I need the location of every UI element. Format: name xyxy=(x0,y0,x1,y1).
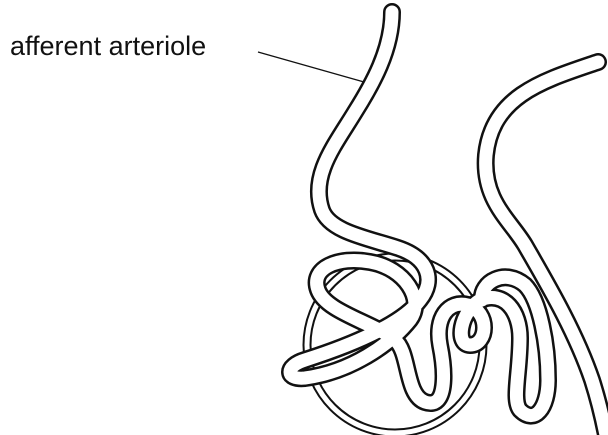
label-leader-line xyxy=(258,52,364,82)
afferent-arteriole-label: afferent arteriole xyxy=(10,31,206,61)
